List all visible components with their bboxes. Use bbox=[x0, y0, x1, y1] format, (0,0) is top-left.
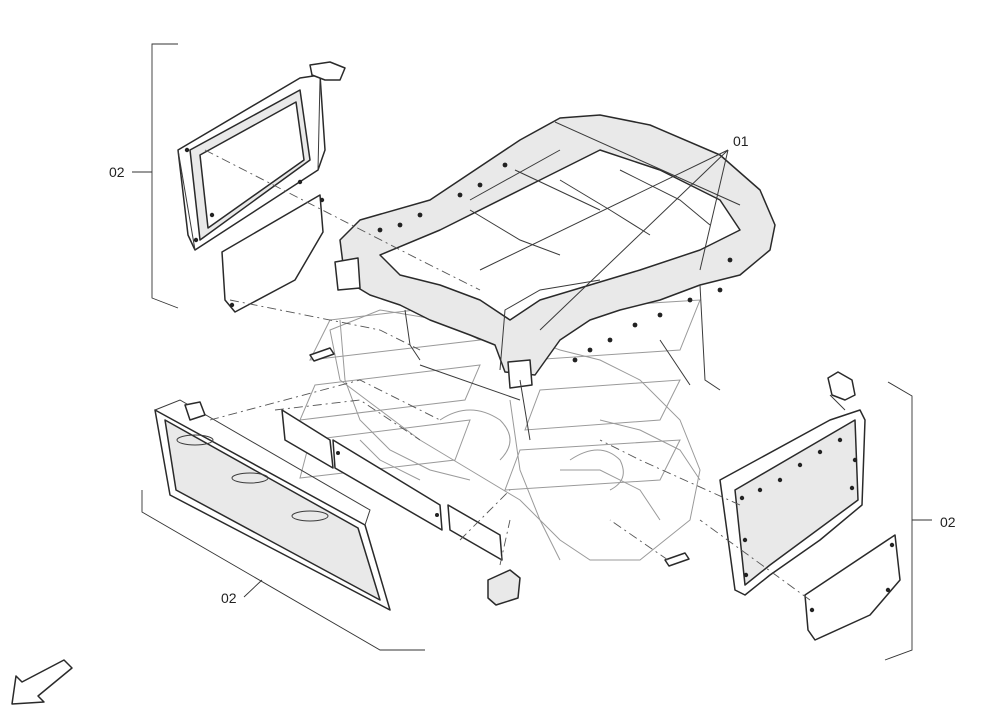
door-frame-right bbox=[719, 371, 866, 596]
bracket-02-bottom bbox=[141, 490, 425, 651]
glass-strip-front-left bbox=[281, 409, 334, 469]
roof-assembly-part-01 bbox=[334, 114, 776, 441]
glass-strip-front-middle bbox=[332, 439, 443, 531]
clip-center bbox=[309, 347, 690, 567]
assembly-lines bbox=[204, 149, 811, 601]
callout-label-01: 01 bbox=[733, 133, 749, 149]
front-panel-bottom-left bbox=[154, 399, 391, 611]
leader-lines-01 bbox=[479, 149, 729, 331]
callout-label-02-bottom: 02 bbox=[221, 590, 237, 606]
bracket-02-top-left bbox=[132, 43, 179, 309]
small-bracket-bottom bbox=[487, 569, 521, 606]
glass-strip-front-right bbox=[447, 504, 503, 561]
bracket-02-right bbox=[884, 381, 932, 661]
door-frame-top-left bbox=[177, 61, 346, 251]
callout-label-02-top-left: 02 bbox=[109, 164, 125, 180]
glass-panel-right bbox=[804, 534, 901, 641]
arrow-down-left-icon bbox=[11, 659, 73, 705]
glass-panel-top-left bbox=[221, 194, 325, 313]
callout-label-02-right: 02 bbox=[940, 514, 956, 530]
